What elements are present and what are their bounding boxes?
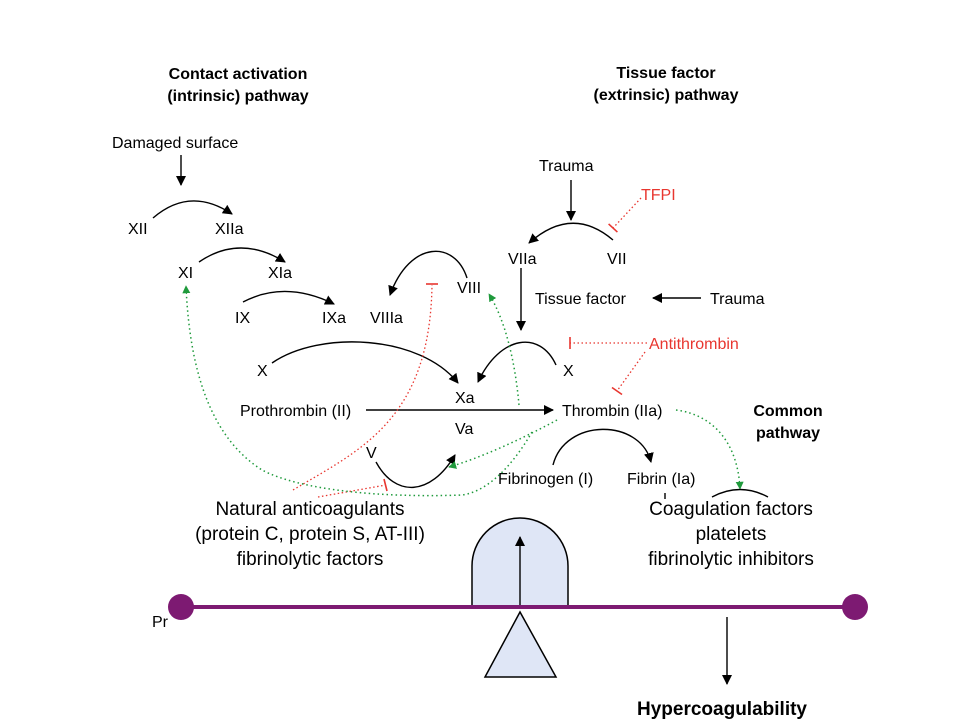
label-trauma-top: Trauma <box>539 158 594 175</box>
inhibit-anticoagulants-v-line <box>317 484 387 498</box>
arrow-ix-to-ixa <box>242 290 335 305</box>
label-factor-xiia: XIIa <box>215 221 244 238</box>
label-factor-ix: IX <box>235 310 250 327</box>
label-partial-left: Pr <box>152 614 169 631</box>
label-tissue-factor: Tissue factor <box>535 291 627 308</box>
label-factor-xia: XIa <box>268 265 292 282</box>
anticoagulants-line1: Natural anticoagulants <box>215 499 404 520</box>
label-thrombin: Thrombin (IIa) <box>562 403 662 420</box>
arc-coagulation-factors <box>711 488 769 498</box>
arrow-x-to-xa-intrinsic <box>271 341 459 384</box>
label-factor-x-extrinsic: X <box>563 363 574 380</box>
intrinsic-header-line1: Contact activation <box>169 66 308 83</box>
label-fibrin: Fibrin (Ia) <box>627 471 695 488</box>
inhibit-tfpi-line <box>612 197 642 229</box>
label-factor-vii: VII <box>607 251 627 268</box>
inhibit-antithrombin-thrombin-bar <box>611 386 623 396</box>
label-factor-viiia: VIIIa <box>370 310 403 327</box>
label-fibrinogen: Fibrinogen (I) <box>498 471 593 488</box>
anticoagulants-line2: (protein C, protein S, AT-III) <box>195 524 425 545</box>
arrow-vii-to-viia <box>528 222 614 244</box>
arrow-xi-to-xia <box>198 247 286 263</box>
label-factor-ixa: IXa <box>322 310 346 327</box>
common-header-line2: pathway <box>756 425 820 442</box>
label-factor-xii: XII <box>128 221 148 238</box>
label-prothrombin: Prothrombin (II) <box>240 403 351 420</box>
arrow-v-to-va <box>375 454 456 489</box>
feedback-thrombin-to-xi <box>182 285 533 497</box>
label-factor-v: V <box>366 445 377 462</box>
label-factor-xa: Xa <box>455 390 475 407</box>
balance-fulcrum-triangle <box>483 610 558 678</box>
label-factor-xi: XI <box>178 265 193 282</box>
inhibit-tfpi-bar <box>608 223 618 233</box>
arrow-viii-to-viiia <box>388 250 468 296</box>
arrow-x-to-xa-extrinsic <box>477 341 557 383</box>
arrow-fibrinogen-to-fibrin <box>552 428 654 466</box>
inhibit-anticoagulants-v-bar <box>383 478 388 492</box>
inhibit-anticoagulants-viii-line <box>292 284 433 491</box>
label-factor-viii: VIII <box>457 280 481 297</box>
label-factor-va: Va <box>455 421 473 438</box>
extrinsic-header-line2: (extrinsic) pathway <box>594 87 739 104</box>
label-hypercoagulability: Hypercoagulability <box>637 699 807 720</box>
common-header-line1: Common <box>753 403 822 420</box>
intrinsic-header-line2: (intrinsic) pathway <box>167 88 308 105</box>
label-damaged-surface: Damaged surface <box>112 135 238 152</box>
procoagulants-line1: Coagulation factors <box>649 499 813 520</box>
feedback-thrombin-to-viii <box>488 293 520 406</box>
label-antithrombin: Antithrombin <box>649 336 739 353</box>
label-trauma-right: Trauma <box>710 291 765 308</box>
extrinsic-header-line1: Tissue factor <box>616 65 715 82</box>
label-tfpi: TFPI <box>641 187 676 204</box>
label-factor-viia: VIIa <box>508 251 537 268</box>
label-factor-x-intrinsic: X <box>257 363 268 380</box>
anticoagulants-line3: fibrinolytic factors <box>237 549 384 570</box>
procoagulants-line2: platelets <box>696 524 767 545</box>
balance-beam-left-end <box>168 594 194 620</box>
procoagulants-line3: fibrinolytic inhibitors <box>648 549 814 570</box>
arrow-xii-to-xiia <box>152 200 233 219</box>
balance-beam-right-end <box>842 594 868 620</box>
inhibit-antithrombin-thrombin-line <box>616 351 646 392</box>
